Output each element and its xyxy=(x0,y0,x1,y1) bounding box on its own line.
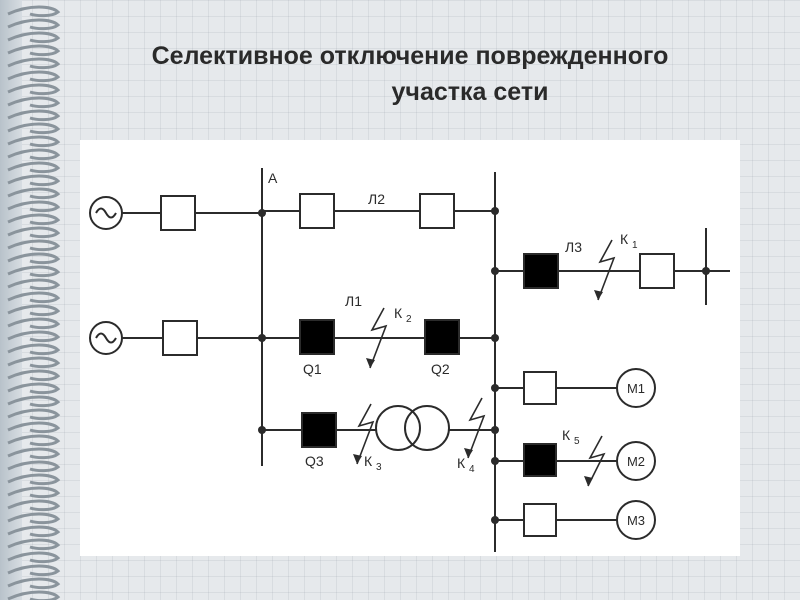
spiral-coil xyxy=(7,577,61,590)
motor-m2-icon xyxy=(616,441,656,481)
spiral-coil xyxy=(7,5,61,18)
spiral-coil xyxy=(7,187,61,200)
breaker-m2 xyxy=(523,443,557,477)
motor-m2-label: М2 xyxy=(627,454,645,469)
spiral-coil xyxy=(7,96,61,109)
breaker-q3 xyxy=(301,412,337,448)
network-diagram: А Л2 Л3 Л1 К 1 К 2 К 3 К 4 К 5 Q1 Q2 Q3 … xyxy=(89,168,730,552)
fault-k5-icon xyxy=(584,435,606,487)
breaker-m1 xyxy=(523,371,557,405)
spiral-coil xyxy=(7,486,61,499)
motor-m3-icon xyxy=(616,500,656,540)
fault-k4-icon xyxy=(464,397,486,459)
line-l1-label: Л1 xyxy=(345,293,362,309)
slide-title: Селективное отключение поврежденного уча… xyxy=(60,38,760,110)
spiral-coil xyxy=(7,213,61,226)
breaker-q2-label: Q2 xyxy=(431,361,450,377)
spiral-coil xyxy=(7,135,61,148)
fault-k3-subscript: 3 xyxy=(376,462,382,473)
breaker-l3-remote xyxy=(639,253,675,289)
breaker-q1 xyxy=(299,319,335,355)
spiral-coil xyxy=(7,70,61,83)
breaker-g1 xyxy=(160,195,196,231)
spiral-coil xyxy=(7,252,61,265)
spiral-coil xyxy=(7,525,61,538)
spiral-coil xyxy=(7,265,61,278)
spiral-coil xyxy=(7,161,61,174)
spiral-coil xyxy=(7,551,61,564)
breaker-q3-label: Q3 xyxy=(305,453,324,469)
spiral-coil xyxy=(7,304,61,317)
fault-k3-icon xyxy=(353,403,375,465)
fault-k4-label: К xyxy=(457,455,466,471)
fault-k5-subscript: 5 xyxy=(574,436,580,447)
fault-k1-label: К xyxy=(620,231,629,247)
fault-arrows xyxy=(353,239,616,487)
node-a-label: А xyxy=(268,170,278,186)
spiral-coil xyxy=(7,343,61,356)
breaker-l3 xyxy=(523,253,559,289)
spiral-coil xyxy=(7,460,61,473)
spiral-coil xyxy=(7,18,61,31)
spiral-coil xyxy=(7,538,61,551)
breaker-q1-label: Q1 xyxy=(303,361,322,377)
spiral-coil xyxy=(7,434,61,447)
title-line-2: участка сети xyxy=(391,78,549,106)
generator-1-sine xyxy=(95,207,117,219)
spiral-coil xyxy=(7,200,61,213)
motor-m1-label: М1 xyxy=(627,381,645,396)
spiral-coil xyxy=(7,512,61,525)
spiral-coil xyxy=(7,226,61,239)
fault-k2-icon xyxy=(366,307,388,369)
spiral-coil xyxy=(7,330,61,343)
spiral-coil xyxy=(7,421,61,434)
spiral-coil xyxy=(7,57,61,70)
generator-2-sine xyxy=(95,332,117,344)
spiral-coil xyxy=(7,174,61,187)
fault-k4-subscript: 4 xyxy=(469,464,475,475)
spiral-coil xyxy=(7,473,61,486)
fault-k5-label: К xyxy=(562,427,571,443)
spiral-coil xyxy=(7,148,61,161)
diagram-panel: А Л2 Л3 Л1 К 1 К 2 К 3 К 4 К 5 Q1 Q2 Q3 … xyxy=(80,140,740,556)
motor-m3-label: М3 xyxy=(627,513,645,528)
transformer-primary-icon xyxy=(375,405,421,451)
spiral-coil xyxy=(7,382,61,395)
spiral-coil xyxy=(7,317,61,330)
spiral-coil xyxy=(7,109,61,122)
motor-m1-icon xyxy=(616,368,656,408)
spiral-coil xyxy=(7,499,61,512)
fault-k2-label: К xyxy=(394,305,403,321)
spiral-coil xyxy=(7,31,61,44)
transformer-secondary-icon xyxy=(404,405,450,451)
spiral-coil xyxy=(7,83,61,96)
spiral-coil xyxy=(7,408,61,421)
junction-dots xyxy=(258,207,710,524)
line-l3-label: Л3 xyxy=(565,239,582,255)
line-l2-label: Л2 xyxy=(368,191,385,207)
breaker-g2 xyxy=(162,320,198,356)
notebook-spiral-binding xyxy=(7,5,61,600)
spiral-coil xyxy=(7,278,61,291)
spiral-coil xyxy=(7,44,61,57)
spiral-coil xyxy=(7,590,61,600)
fault-k2-subscript: 2 xyxy=(406,314,412,325)
spiral-coil xyxy=(7,395,61,408)
spiral-coil xyxy=(7,356,61,369)
breaker-q2 xyxy=(424,319,460,355)
fault-k3-label: К xyxy=(364,453,373,469)
breaker-l2-left xyxy=(299,193,335,229)
fault-k1-subscript: 1 xyxy=(632,240,638,251)
spiral-coil xyxy=(7,122,61,135)
spiral-coil xyxy=(7,369,61,382)
fault-k1-icon xyxy=(594,239,616,301)
spiral-coil xyxy=(7,239,61,252)
spiral-coil xyxy=(7,564,61,577)
breaker-l2-right xyxy=(419,193,455,229)
title-line-1: Селективное отключение поврежденного xyxy=(151,42,669,70)
breaker-m3 xyxy=(523,503,557,537)
spiral-coil xyxy=(7,291,61,304)
spiral-coil xyxy=(7,447,61,460)
